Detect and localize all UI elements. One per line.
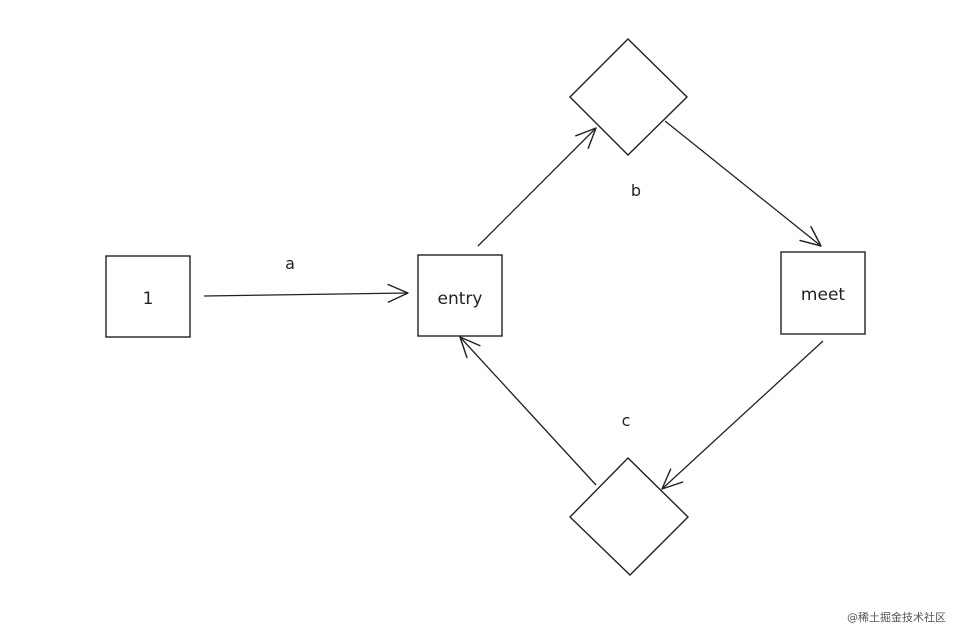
edge-meet-to-c — [661, 340, 824, 490]
node-b — [569, 38, 688, 156]
node-entry-box — [417, 254, 503, 337]
edge-entry-to-b — [477, 127, 597, 247]
node-b-diamond — [569, 38, 688, 156]
edge-label-a: a — [285, 254, 295, 273]
edge-c-to-entry — [459, 336, 597, 486]
node-meet: meet — [780, 251, 866, 335]
node-meet-box — [780, 251, 866, 335]
node-entry: entry — [417, 254, 503, 337]
watermark: @稀土掘金技术社区 — [847, 611, 946, 624]
node-c-diamond — [569, 457, 689, 576]
edge-b-to-meet — [664, 120, 822, 247]
edge-label-b: b — [631, 181, 641, 200]
edge-1-to-entry — [203, 283, 409, 303]
node-meet-label: meet — [801, 285, 845, 305]
node-1-box — [105, 255, 191, 338]
node-c — [569, 457, 689, 576]
node-1-label: 1 — [143, 289, 154, 309]
node-1: 1 — [105, 255, 191, 338]
node-entry-label: entry — [438, 289, 483, 309]
edge-label-c: c — [622, 411, 631, 430]
